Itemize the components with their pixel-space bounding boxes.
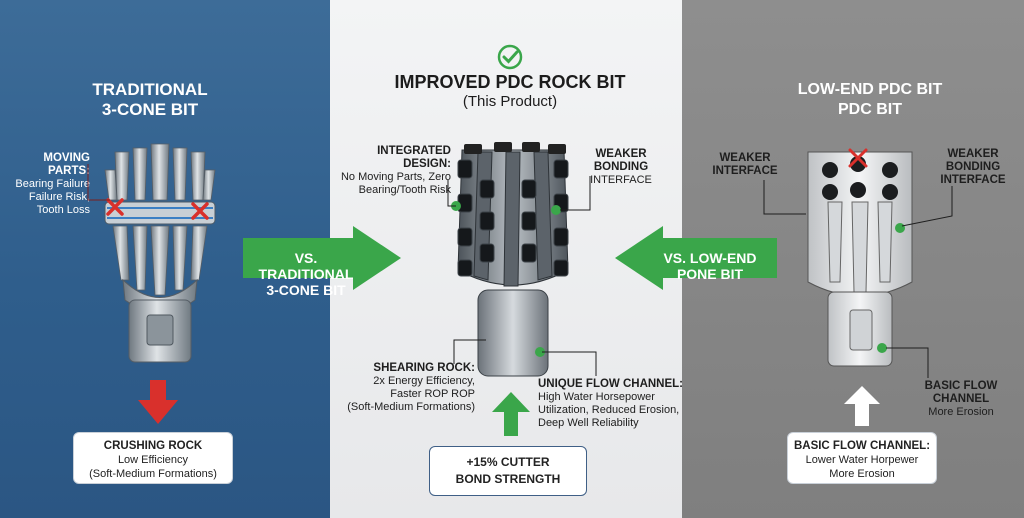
subtitle: (This Product) [462, 93, 558, 110]
leader-line [453, 339, 486, 364]
arrow-line: VS. TRADITIONAL [258, 250, 354, 282]
leader-line [560, 176, 591, 211]
leader-line [763, 180, 806, 215]
leader-line [542, 351, 597, 376]
label-heading: BASIC FLOW CHANNEL [924, 380, 998, 405]
low-end-bit-icon [807, 148, 913, 367]
label-heading: WEAKER [947, 148, 999, 160]
arrow-line: VS. LOW-END [663, 250, 757, 266]
weaker-bonding-interface-label: WEAKER BONDING INTERFACE [938, 148, 1008, 187]
weaker-interface-label: WEAKER INTERFACE [705, 152, 785, 178]
leader-line [901, 186, 953, 227]
card-line: Low Efficiency [117, 454, 189, 466]
card-title: CRUSHING ROCK [103, 440, 203, 452]
title-line: IMPROVED PDC ROCK BIT [394, 72, 626, 92]
label-line: No Moving Parts, Zero [340, 171, 451, 183]
improved-title: IMPROVED PDC ROCK BIT (This Product) [370, 72, 650, 112]
label-heading: SHEARING ROCK: [373, 362, 475, 374]
up-arrow-icon [844, 386, 880, 426]
label-line: Utilization, Reduced Erosion, [538, 404, 680, 416]
label-heading: INTERFACE [712, 165, 778, 177]
label-heading: INTERFACE [940, 174, 1006, 186]
card-line: More Erosion [829, 468, 895, 480]
label-line: Tooth Loss [36, 204, 90, 216]
arrow-line: PONE BIT [676, 266, 744, 282]
vs-traditional-label: VS. TRADITIONAL 3-CONE BIT [246, 250, 366, 298]
card-line: Lower Water Horpewer [805, 454, 919, 466]
arrow-right-icon [243, 226, 401, 290]
shearing-rock-label: SHEARING ROCK: 2x Energy Efficiency, Fas… [335, 362, 475, 414]
label-line: Failure Risk, [28, 191, 90, 203]
title-line: LOW-END PDC BIT [797, 81, 943, 98]
down-arrow-icon [138, 380, 178, 424]
label-line: More Erosion [928, 406, 994, 418]
traditional-title: TRADITIONAL 3-CONE BIT [70, 80, 230, 120]
label-line: High Water Horsepower [538, 391, 655, 403]
card-line: BOND STRENGTH [455, 472, 561, 486]
unique-flow-label: UNIQUE FLOW CHANNEL: High Water Horsepow… [538, 378, 686, 430]
basic-flow-label: BASIC FLOW CHANNEL More Erosion [898, 380, 1024, 419]
three-cone-bit-icon [104, 143, 216, 363]
card-line: +15% CUTTER [466, 455, 550, 469]
label-line: 2x Energy Efficiency, [373, 375, 475, 387]
label-heading: BONDING [945, 161, 1001, 173]
weaker-bonding-label: WEAKER BONDING INTERFACE [568, 148, 674, 187]
low-end-title: LOW-END PDC BIT PDC BIT [770, 80, 970, 120]
arrow-line: 3-CONE BIT [266, 282, 346, 298]
title-line: TRADITIONAL [92, 80, 208, 99]
label-heading: UNIQUE FLOW CHANNEL: [538, 378, 684, 390]
label-heading: WEAKER [719, 152, 771, 164]
crushing-rock-card: CRUSHING ROCK Low Efficiency (Soft-Mediu… [73, 432, 233, 484]
label-heading: INTEGRATED DESIGN: [377, 145, 451, 170]
cutter-bond-card: +15% CUTTER BOND STRENGTH [429, 446, 587, 496]
arrow-left-icon [615, 226, 777, 290]
label-line: Bearing/Tooth Risk [358, 184, 451, 196]
card-line: (Soft-Medium Formations) [89, 468, 217, 480]
label-line: Faster ROP ROP [390, 388, 475, 400]
pdc-bit-icon [451, 142, 569, 377]
leader-line [447, 180, 456, 207]
label-heading: MOVING PARTS: [43, 152, 90, 177]
moving-parts-label: MOVING PARTS: Bearing Failure Failure Ri… [0, 152, 90, 217]
check-icon [497, 44, 523, 70]
up-arrow-icon [492, 392, 530, 436]
title-line: 3-CONE BIT [101, 100, 199, 119]
label-line: Deep Well Reliability [538, 417, 639, 429]
label-heading: WEAKER BONDING [593, 148, 649, 173]
label-line: Bearing Failure [15, 178, 90, 190]
label-line: (Soft-Medium Formations) [347, 401, 475, 413]
integrated-design-label: INTEGRATED DESIGN: No Moving Parts, Zero… [333, 145, 451, 197]
leader-line [886, 347, 929, 378]
card-title: BASIC FLOW CHANNEL: [793, 440, 931, 452]
vs-low-end-label: VS. LOW-END PONE BIT [655, 250, 765, 282]
label-line: INTERFACE [590, 174, 652, 186]
leader-line [87, 164, 110, 201]
basic-flow-card: BASIC FLOW CHANNEL: Lower Water Horpewer… [787, 432, 937, 484]
title-line: PDC BIT [838, 101, 902, 118]
